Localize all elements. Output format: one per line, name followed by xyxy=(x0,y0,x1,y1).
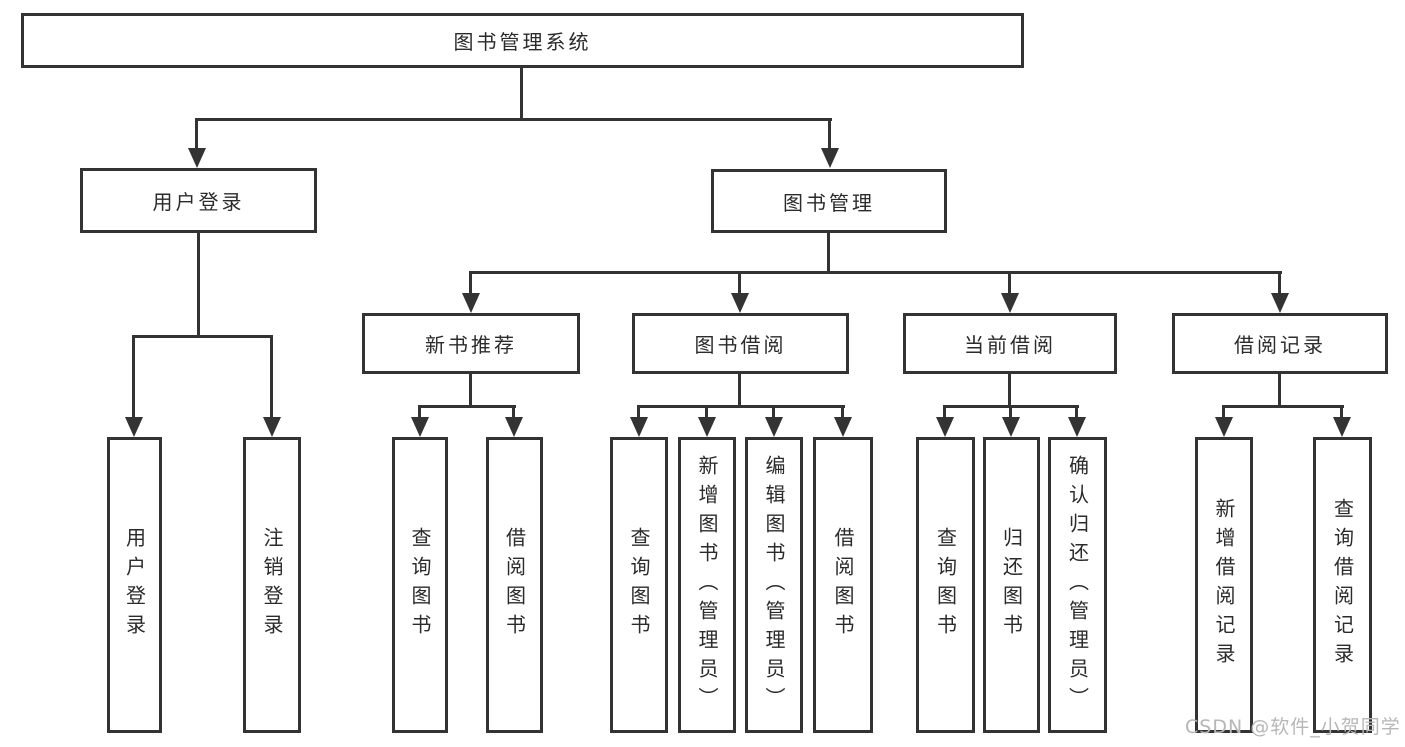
arrow-to-book-borrowing xyxy=(731,271,749,313)
csdn-watermark: CSDN @软件_小贺同学 xyxy=(1185,716,1401,738)
connector-user-login-stem xyxy=(197,233,200,338)
node-user-login-branch: 用户登录 xyxy=(80,168,317,233)
connector-new-book-recommend-stem xyxy=(469,374,472,408)
arrow-to-leaf-newbook-borrow xyxy=(505,405,523,437)
connector-book-management-rail xyxy=(470,271,1282,274)
leaf-records-add-borrow-record-label: 新增借阅记录 xyxy=(1212,498,1236,672)
leaf-records-add-borrow-record: 新增借阅记录 xyxy=(1195,437,1253,733)
leaf-logout-login-label: 注销登录 xyxy=(260,527,284,643)
connector-root-stem xyxy=(520,68,523,121)
node-user-login-branch-label: 用户登录 xyxy=(152,190,245,214)
node-book-management: 图书管理 xyxy=(711,169,947,233)
connector-borrowing-records-rail xyxy=(1222,405,1344,408)
arrow-to-leaf-current-query xyxy=(936,405,954,437)
connector-book-borrowing-stem xyxy=(738,374,741,408)
arrow-to-new-book-recommend xyxy=(462,271,480,313)
node-book-borrowing: 图书借阅 xyxy=(632,313,849,374)
leaf-current-confirm-return-admin: 确认归还（管理员） xyxy=(1048,437,1107,733)
leaf-newbook-query-books: 查询图书 xyxy=(392,437,448,733)
leaf-user-login-label: 用户登录 xyxy=(122,527,147,643)
leaf-borrowing-borrow-books: 借阅图书 xyxy=(813,437,873,733)
leaf-newbook-borrow-books-label: 借阅图书 xyxy=(502,527,527,643)
leaf-current-return-books-label: 归还图书 xyxy=(999,527,1024,643)
node-book-borrowing-label: 图书借阅 xyxy=(694,333,787,357)
node-current-borrowing: 当前借阅 xyxy=(903,313,1117,374)
leaf-borrowing-query-books: 查询图书 xyxy=(610,437,668,733)
connector-current-borrowing-stem xyxy=(1008,374,1011,408)
leaf-user-login: 用户登录 xyxy=(107,437,162,733)
connector-book-borrowing-rail xyxy=(637,405,845,408)
arrow-to-leaf-logout-login xyxy=(263,335,281,437)
leaf-newbook-borrow-books: 借阅图书 xyxy=(486,437,543,733)
arrow-to-leaf-records-add xyxy=(1215,405,1233,437)
leaf-records-query-borrow-record-label: 查询借阅记录 xyxy=(1330,498,1355,672)
node-library-system: 图书管理系统 xyxy=(21,13,1024,68)
leaf-borrowing-query-books-label: 查询图书 xyxy=(627,527,651,643)
node-current-borrowing-label: 当前借阅 xyxy=(964,333,1056,357)
arrow-to-leaf-current-confirm xyxy=(1068,405,1086,437)
leaf-borrowing-edit-books-admin: 编辑图书（管理员） xyxy=(745,437,803,733)
arrow-to-current-borrowing xyxy=(1001,271,1019,313)
leaf-current-query-books: 查询图书 xyxy=(916,437,975,733)
leaf-records-query-borrow-record: 查询借阅记录 xyxy=(1313,437,1372,733)
leaf-borrowing-add-books-admin-label: 新增图书（管理员） xyxy=(695,454,719,716)
leaf-borrowing-add-books-admin: 新增图书（管理员） xyxy=(678,437,736,733)
node-new-book-recommend-label: 新书推荐 xyxy=(425,333,517,357)
leaf-logout-login: 注销登录 xyxy=(243,437,301,733)
leaf-current-query-books-label: 查询图书 xyxy=(933,527,958,643)
arrow-to-leaf-newbook-query xyxy=(411,405,429,437)
leaf-newbook-query-books-label: 查询图书 xyxy=(408,527,432,643)
node-library-system-label: 图书管理系统 xyxy=(453,30,592,54)
leaf-current-return-books: 归还图书 xyxy=(983,437,1040,733)
arrow-to-leaf-user-login xyxy=(125,335,143,437)
connector-borrowing-records-stem xyxy=(1278,374,1281,408)
arrow-to-book-management xyxy=(821,118,839,168)
leaf-current-confirm-return-admin-label: 确认归还（管理员） xyxy=(1065,454,1090,716)
arrow-to-borrowing-records xyxy=(1271,271,1289,313)
arrow-to-leaf-borrowing-edit xyxy=(765,405,783,437)
node-borrowing-records-label: 借阅记录 xyxy=(1234,333,1326,357)
arrow-to-leaf-borrowing-add xyxy=(698,405,716,437)
node-borrowing-records: 借阅记录 xyxy=(1172,313,1388,374)
connector-new-book-recommend-rail xyxy=(418,405,516,408)
arrow-to-leaf-borrowing-borrow xyxy=(834,405,852,437)
arrow-to-leaf-borrowing-query xyxy=(630,405,648,437)
connector-root-rail xyxy=(195,118,832,121)
arrow-to-leaf-records-query xyxy=(1333,405,1351,437)
leaf-borrowing-borrow-books-label: 借阅图书 xyxy=(831,527,855,643)
arrow-to-leaf-current-return xyxy=(1002,405,1020,437)
leaf-borrowing-edit-books-admin-label: 编辑图书（管理员） xyxy=(762,454,786,716)
connector-user-login-rail xyxy=(132,335,273,338)
node-book-management-label: 图书管理 xyxy=(783,190,875,215)
arrow-to-user-login xyxy=(188,118,206,168)
node-new-book-recommend: 新书推荐 xyxy=(362,313,580,374)
connector-book-management-stem xyxy=(827,233,830,274)
